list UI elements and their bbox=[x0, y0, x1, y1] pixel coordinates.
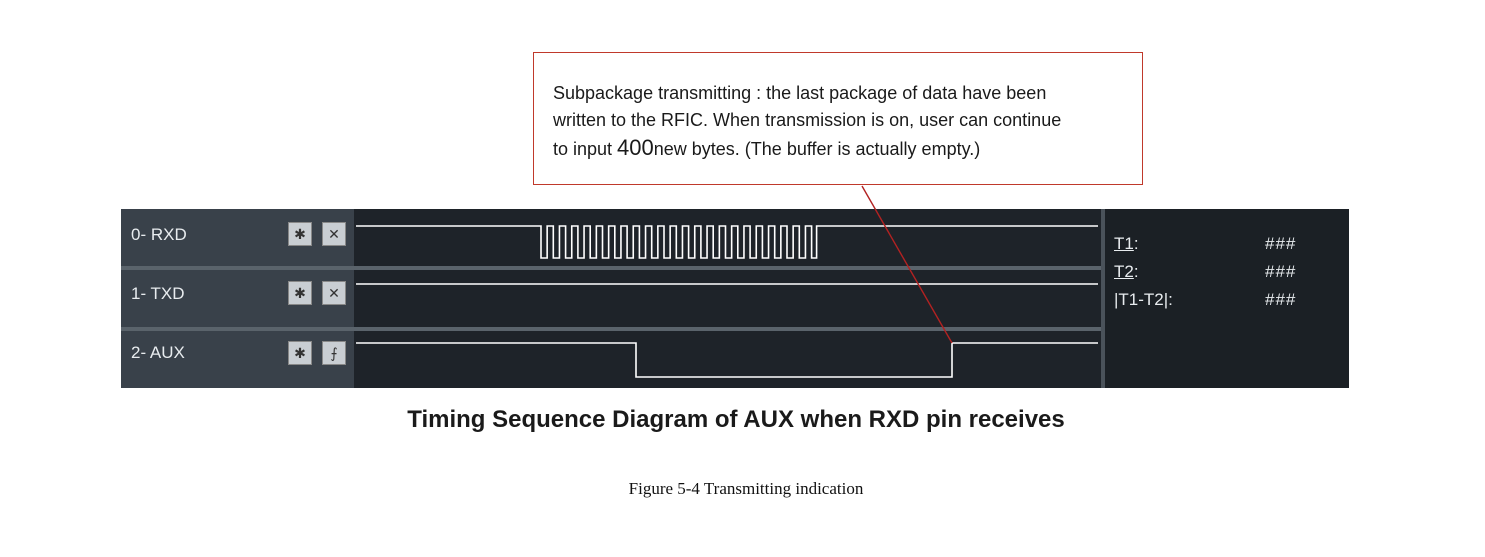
logic-analyzer-panel: 0- RXD ✱ ✕ 1- TXD ✱ ✕ 2- AUX ✱ ⨍ T1: ###… bbox=[121, 209, 1349, 388]
close-icon[interactable]: ✕ bbox=[322, 281, 346, 305]
measurement-t1-label: T1: bbox=[1114, 234, 1139, 254]
t2-suffix: : bbox=[1133, 262, 1139, 281]
callout-line-3-prefix: to input bbox=[553, 139, 618, 159]
t1-suffix: : bbox=[1133, 234, 1139, 253]
diagram-caption: Timing Sequence Diagram of AUX when RXD … bbox=[407, 406, 1065, 433]
measurement-diff-value: ### bbox=[1265, 290, 1297, 309]
callout-box: Subpackage transmitting : the last packa… bbox=[533, 52, 1143, 185]
gear-icon[interactable]: ✱ bbox=[288, 281, 312, 305]
close-icon[interactable]: ✕ bbox=[322, 222, 346, 246]
lane-aux-label: 2- AUX bbox=[131, 343, 185, 362]
figure-caption: Figure 5-4 Transmitting indication bbox=[628, 479, 864, 498]
lane-txd-header: 1- TXD ✱ ✕ bbox=[121, 270, 354, 327]
lane-aux-header: 2- AUX ✱ ⨍ bbox=[121, 331, 354, 388]
measurement-t2-label: T2: bbox=[1114, 262, 1139, 282]
gear-icon[interactable]: ✱ bbox=[288, 222, 312, 246]
aux-waveform bbox=[356, 342, 1098, 378]
callout-byte-count: 400 bbox=[617, 135, 654, 160]
t1-cursor-link[interactable]: T1 bbox=[1114, 234, 1134, 253]
t2-cursor-link[interactable]: T2 bbox=[1114, 262, 1134, 281]
lane-rxd-label: 0- RXD bbox=[131, 225, 187, 244]
callout-pointer-line bbox=[861, 185, 953, 344]
lane-separator bbox=[121, 327, 1101, 331]
callout-line-3: to input 400new bytes. (The buffer is ac… bbox=[553, 135, 980, 161]
rising-edge-trigger-icon[interactable]: ⨍ bbox=[322, 341, 346, 365]
lane-txd-label: 1- TXD bbox=[131, 284, 185, 303]
callout-line-3-suffix: new bytes. (The buffer is actually empty… bbox=[653, 139, 981, 159]
gear-icon[interactable]: ✱ bbox=[288, 341, 312, 365]
measurement-panel: T1: ### T2: ### |T1-T2|: ### bbox=[1101, 209, 1349, 388]
lane-separator bbox=[121, 266, 1101, 270]
callout-line-1: Subpackage transmitting : the last packa… bbox=[553, 83, 1047, 103]
measurement-t2-value: ### bbox=[1265, 262, 1297, 281]
lane-rxd-header: 0- RXD ✱ ✕ bbox=[121, 209, 354, 266]
measurement-t1-value: ### bbox=[1265, 234, 1297, 253]
rxd-waveform bbox=[356, 225, 1098, 259]
measurement-diff-label: |T1-T2|: bbox=[1114, 290, 1173, 309]
callout-line-2: written to the RFIC. When transmission i… bbox=[553, 110, 1062, 130]
